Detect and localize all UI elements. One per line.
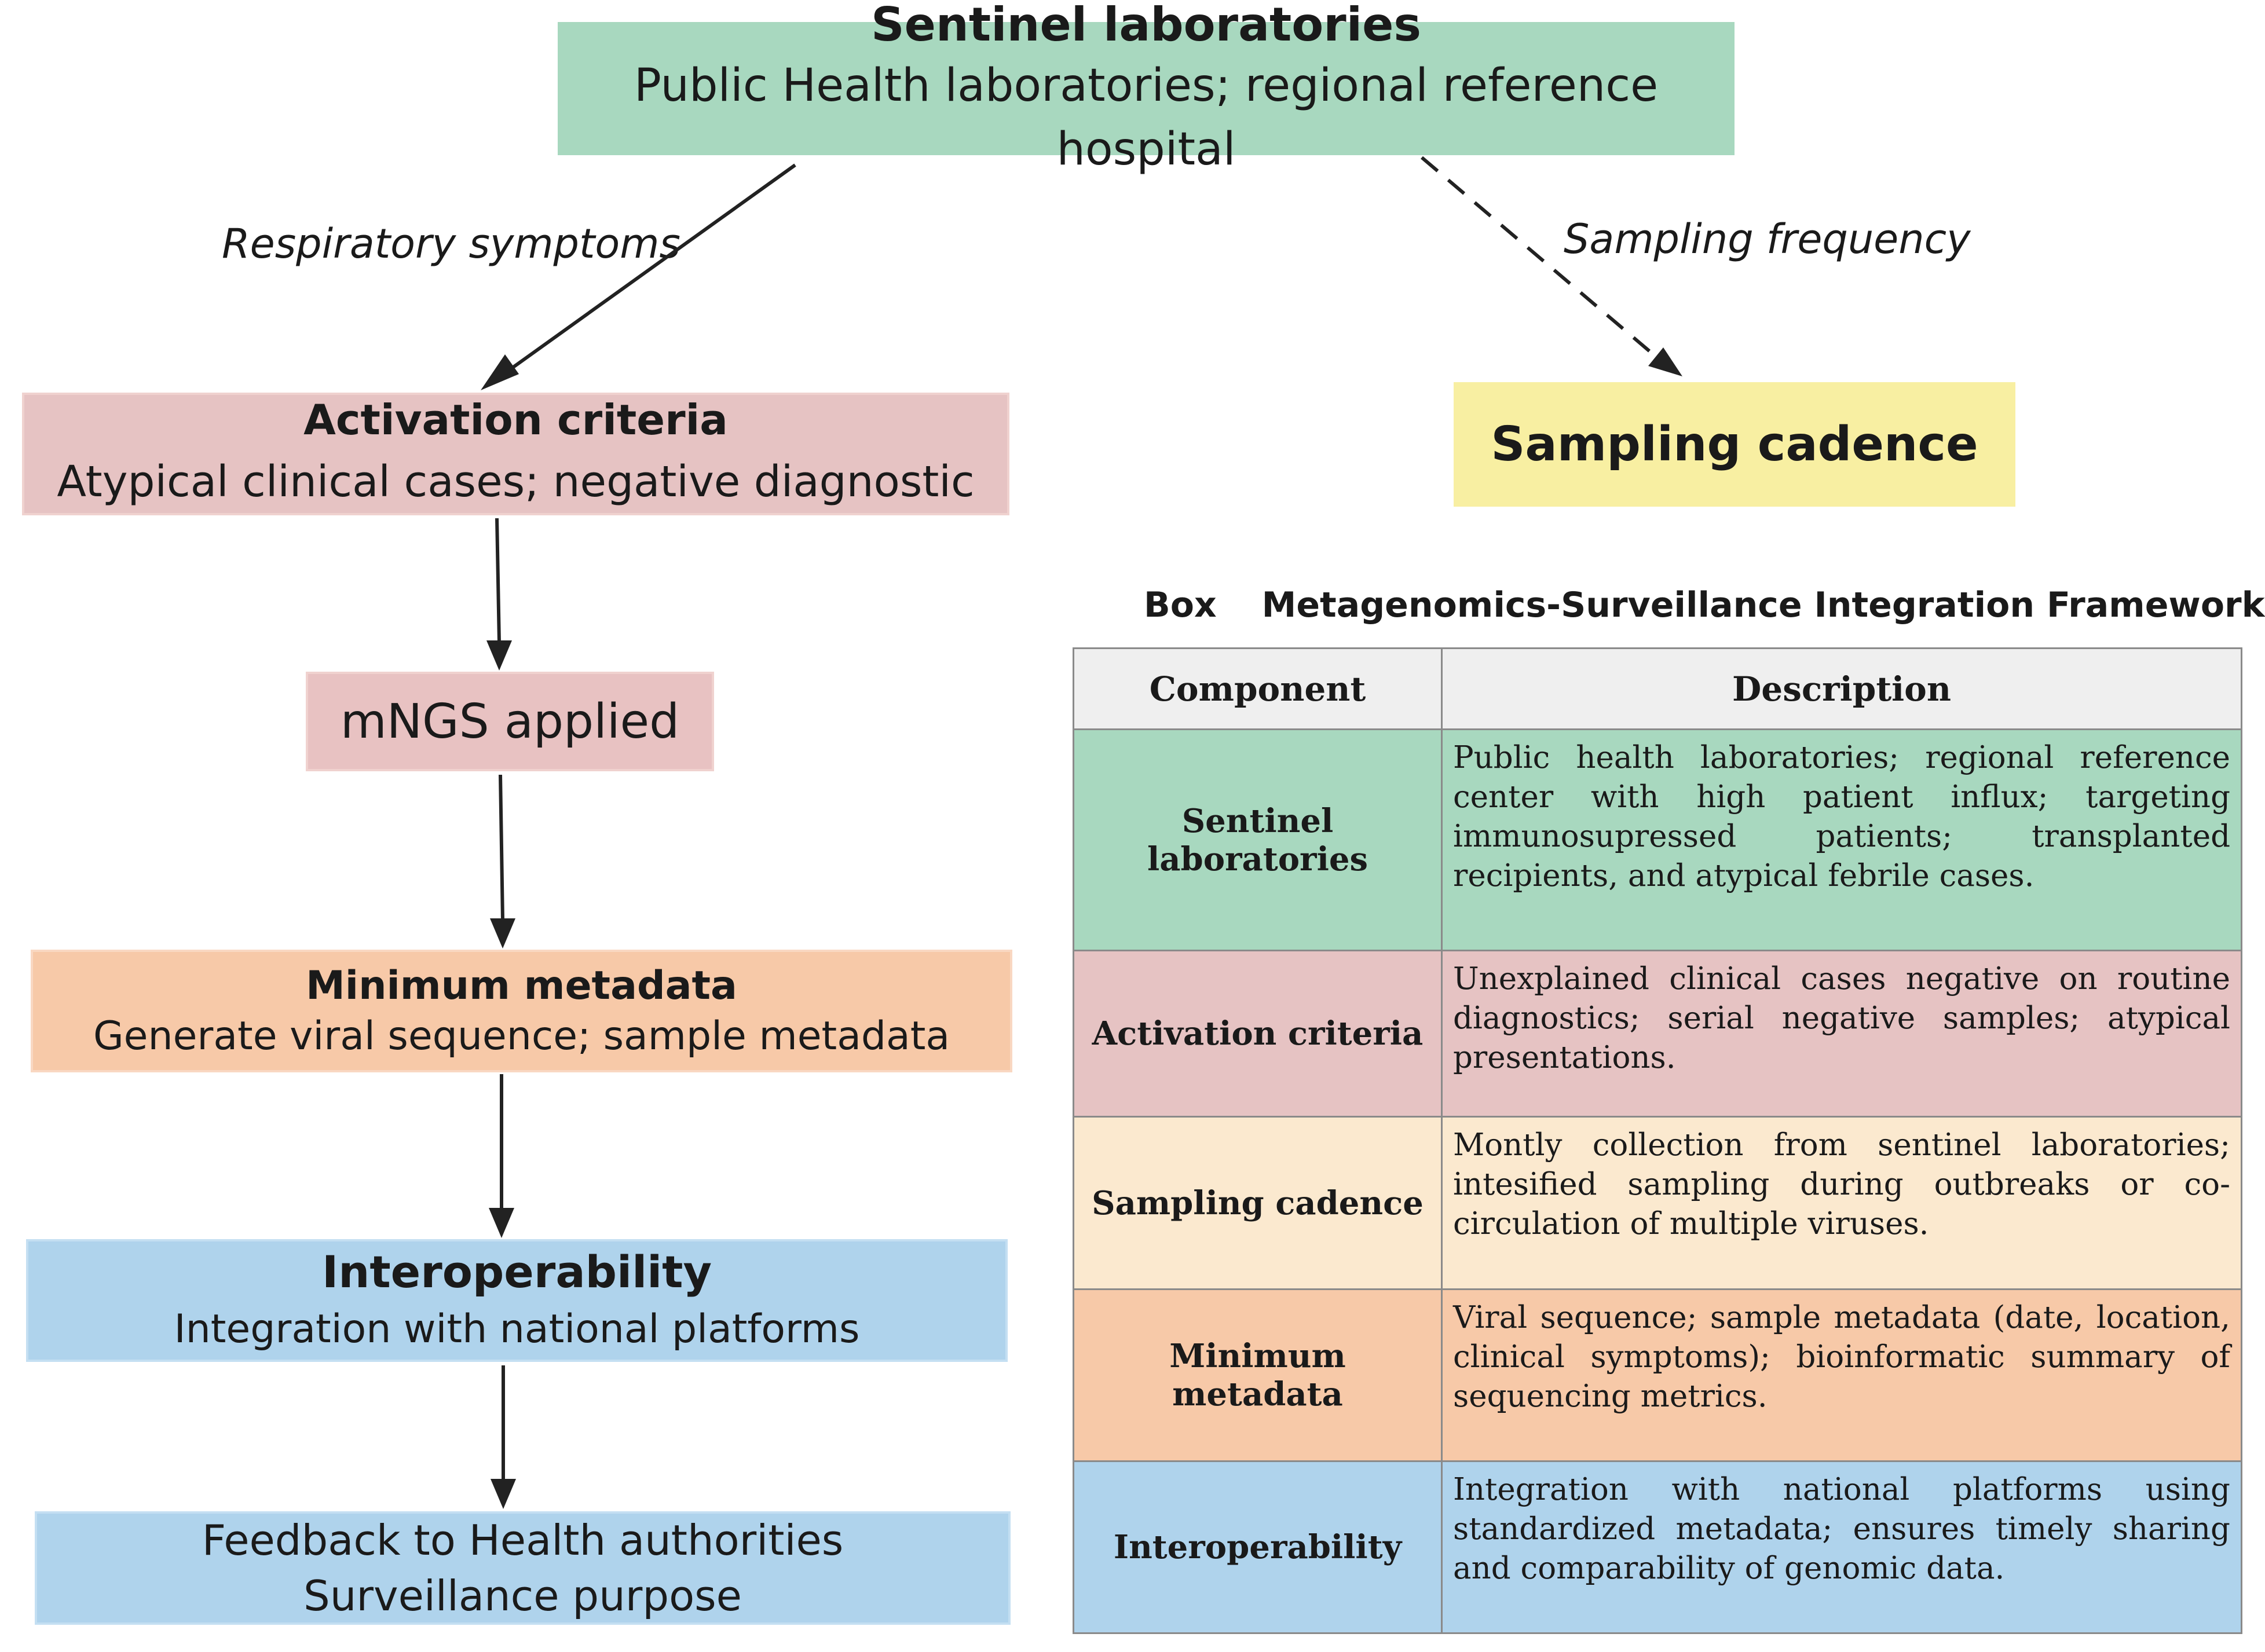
description-cell: Viral sequence; sample metadata (date, l… (1441, 1288, 2242, 1462)
table-row: Interoperability Integration with nation… (1073, 1460, 2242, 1634)
component-cell: Sentinel laboratories (1073, 728, 1443, 951)
arrowhead (1648, 347, 1682, 376)
arrowhead (486, 640, 512, 671)
edge-label-respiratory-symptoms: Respiratory symptoms (222, 220, 680, 268)
description-cell: Integration with national platforms usin… (1441, 1460, 2242, 1634)
node-line-2: Surveillance purpose (303, 1572, 742, 1620)
node-title: Interoperability (321, 1246, 712, 1298)
component-cell: Sampling cadence (1073, 1116, 1443, 1290)
node-minimum-metadata: Minimum metadata Generate viral sequence… (31, 950, 1012, 1072)
component-cell: Interoperability (1073, 1460, 1443, 1634)
arrow-activation-to-mngs (495, 518, 501, 643)
node-interoperability: Interoperability Integration with nation… (26, 1239, 1008, 1362)
arrowhead (491, 1479, 516, 1509)
node-title: Sentinel laboratories (871, 0, 1421, 52)
table-row: Activation criteria Unexplained clinical… (1073, 950, 2242, 1118)
column-header-description: Description (1441, 647, 2242, 730)
component-cell: Minimum metadata (1073, 1288, 1443, 1462)
arrowhead (490, 918, 515, 948)
arrow-sentinel-to-cadence (1421, 156, 1663, 364)
column-header-component: Component (1073, 647, 1443, 730)
arrowhead (489, 1208, 514, 1238)
node-sentinel-laboratories: Sentinel laboratories Public Health labo… (558, 0, 1735, 175)
box-heading: Box Metagenomics-Surveillance Integration… (1144, 585, 2265, 625)
edge-label-sampling-frequency: Sampling frequency (1564, 215, 1971, 263)
node-mngs-applied: mNGS applied (306, 672, 714, 771)
node-activation-criteria: Activation criteria Atypical clinical ca… (22, 393, 1009, 515)
node-line-1: Feedback to Health authorities (202, 1516, 844, 1565)
arrowhead (481, 354, 519, 390)
node-feedback: Feedback to Health authorities Surveilla… (35, 1511, 1011, 1625)
box-label: Box (1144, 585, 1217, 625)
arrow-mngs-to-metadata (499, 774, 504, 921)
node-title: Minimum metadata (306, 963, 737, 1009)
node-subtitle: Generate viral sequence; sample metadata (93, 1013, 950, 1059)
component-cell: Activation criteria (1073, 950, 1443, 1118)
node-subtitle: Public Health laboratories; regional ref… (634, 60, 1659, 175)
box-title: Metagenomics-Surveillance Integration Fr… (1261, 585, 2265, 625)
description-cell: Public health laboratories; regional ref… (1441, 728, 2242, 951)
node-title: Activation criteria (303, 395, 728, 444)
table-header-row: Component Description (1073, 647, 2242, 730)
node-subtitle: Atypical clinical cases; negative diagno… (57, 457, 975, 507)
node-subtitle: Integration with national platforms (174, 1306, 860, 1352)
node-sampling-cadence: Sampling cadence (1454, 382, 2015, 507)
table-row: Sentinel laboratories Public health labo… (1073, 728, 2242, 951)
table-row: Minimum metadata Viral sequence; sample … (1073, 1288, 2242, 1462)
table-row: Sampling cadence Montly collection from … (1073, 1116, 2242, 1290)
arrow-sentinel-to-activation (491, 163, 796, 384)
node-title: Sampling cadence (1491, 417, 1978, 472)
framework-table: Component Description Sentinel laborator… (1073, 647, 2242, 1634)
description-cell: Unexplained clinical cases negative on r… (1441, 950, 2242, 1118)
node-label: mNGS applied (340, 694, 680, 749)
description-cell: Montly collection from sentinel laborato… (1441, 1116, 2242, 1290)
